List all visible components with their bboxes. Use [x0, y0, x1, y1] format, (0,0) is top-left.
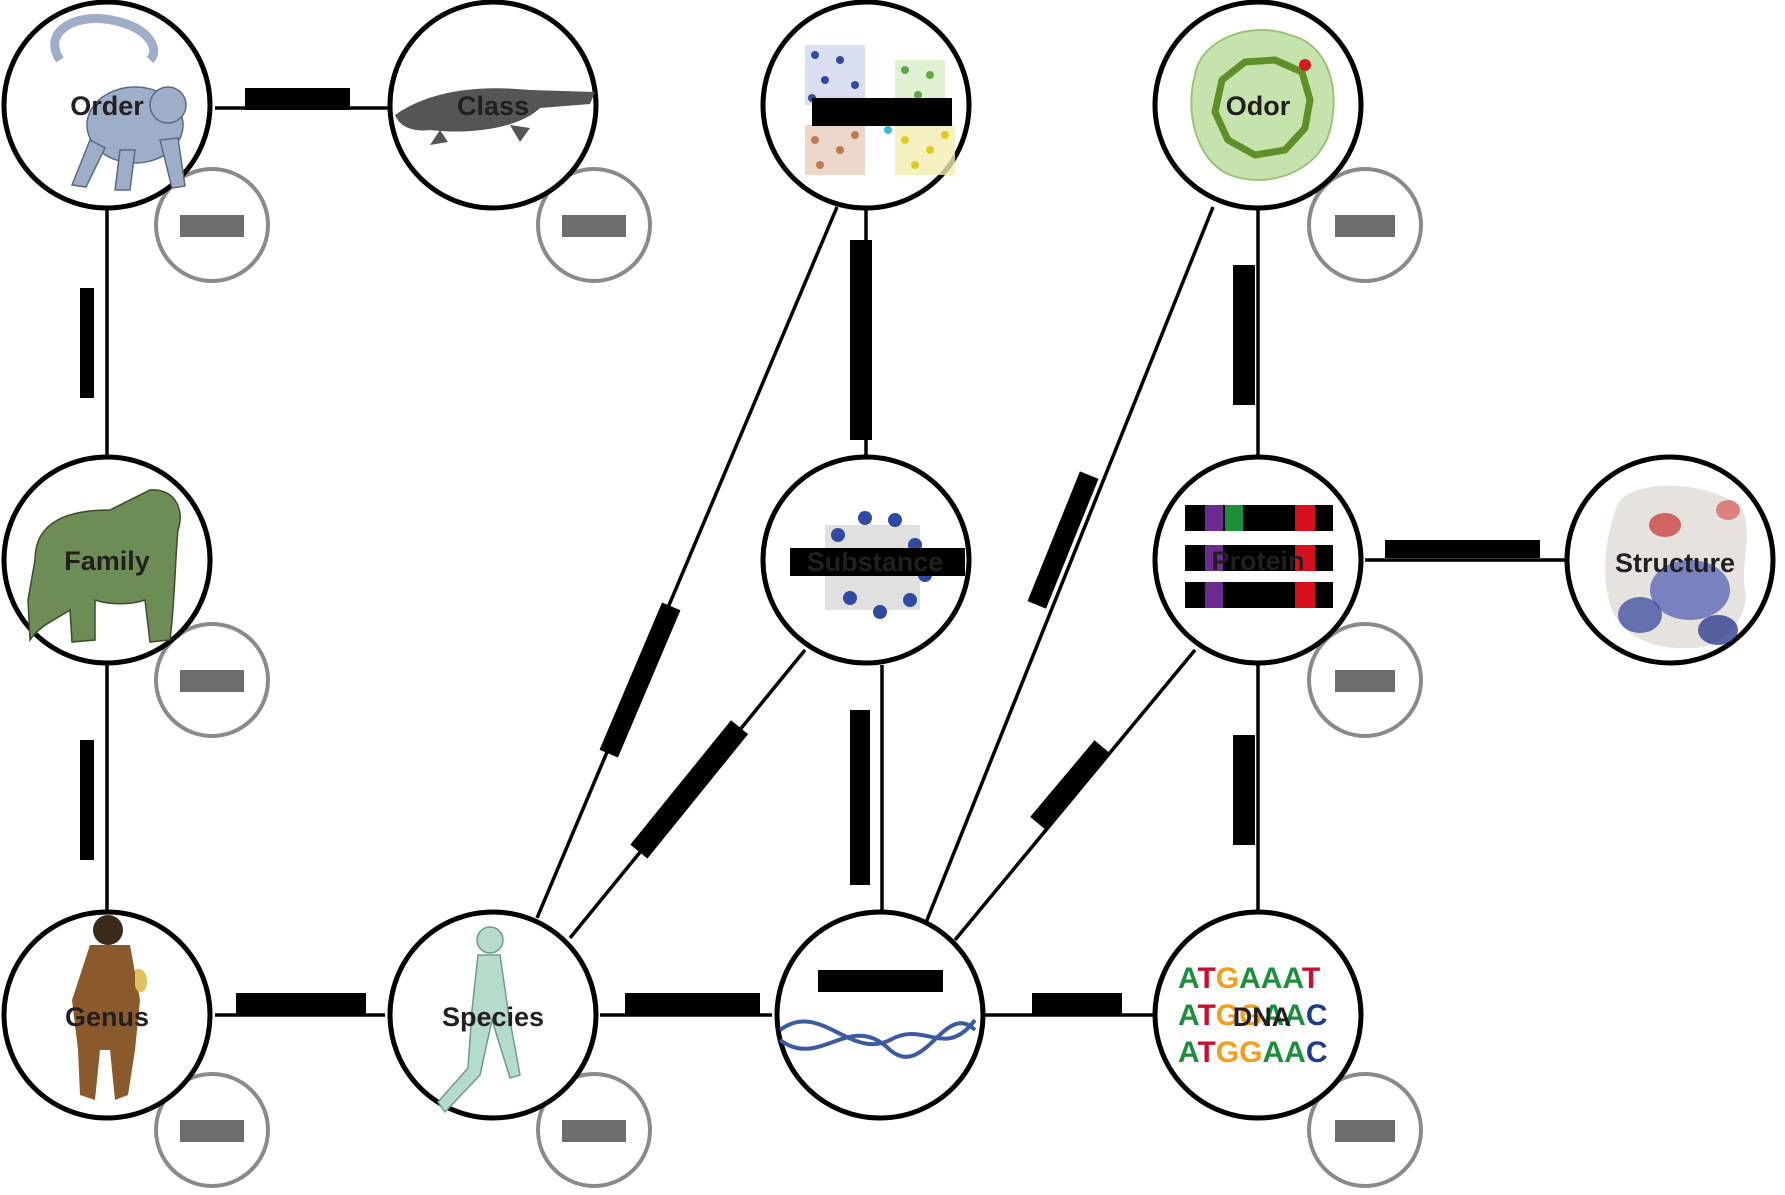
node-species[interactable]: Species — [387, 909, 599, 1121]
edge-label-order-class — [245, 88, 350, 110]
edge-label-gene-protein — [1030, 740, 1110, 830]
node-odor[interactable]: Odor — [1152, 0, 1364, 211]
node-protein[interactable]: Protein — [1152, 454, 1364, 666]
badges — [154, 167, 1423, 1188]
node-substance[interactable]: Substance — [760, 454, 972, 666]
badge-species — [536, 1072, 652, 1188]
hominid-icon — [72, 915, 147, 1100]
node-family[interactable]: Family — [1, 454, 213, 666]
protein-surface-icon — [1605, 485, 1747, 649]
edge-label-mixture-substance — [850, 240, 872, 440]
node-order[interactable]: Order — [1, 0, 213, 211]
node-mixture[interactable] — [760, 0, 972, 211]
node-dna-label: DNA — [1233, 1002, 1292, 1032]
walking-human-icon — [437, 926, 521, 1114]
node-genus-label: Genus — [65, 1002, 149, 1032]
badge-order — [154, 167, 270, 283]
badge-genus — [154, 1072, 270, 1188]
node-dna[interactable]: ATGAAAT ATGGAAC ATGGAAC DNA — [1152, 909, 1364, 1121]
node-structure-label: Structure — [1615, 548, 1735, 578]
edge-label-species-gene — [625, 993, 760, 1015]
monkey-icon — [50, 14, 187, 191]
protein-sequence-icon — [1185, 505, 1333, 608]
node-structure[interactable]: Structure — [1564, 454, 1776, 666]
edge-label-species-substance — [630, 720, 749, 859]
node-family-label: Family — [64, 546, 150, 576]
svg-text:ATGAAAT: ATGAAAT — [1178, 962, 1320, 995]
badge-class — [536, 167, 652, 283]
edge-gene-protein — [953, 648, 1197, 942]
node-odor-label: Odor — [1226, 91, 1291, 121]
node-substance-label: Substance — [807, 547, 944, 577]
svg-text:ATGGAAC: ATGGAAC — [1178, 1036, 1327, 1069]
badge-family — [154, 622, 270, 738]
gorilla-icon — [27, 489, 181, 643]
dna-helix-icon — [778, 970, 977, 1059]
edge-label-substance-gene — [850, 710, 870, 885]
node-order-label: Order — [70, 91, 144, 121]
svg-text:ATGGAAC: ATGGAAC — [1178, 999, 1327, 1032]
edge-label-gene-odor — [1027, 471, 1099, 609]
edge-label-gene-dna — [1032, 993, 1122, 1015]
substance-graph-icon — [790, 511, 965, 619]
node-species-label: Species — [442, 1002, 544, 1032]
node-gene[interactable] — [774, 909, 986, 1121]
odor-molecule-icon — [1190, 29, 1335, 181]
edge-species-mixture — [535, 206, 839, 919]
platypus-icon — [395, 88, 595, 145]
node-class[interactable]: Class — [387, 0, 599, 211]
badge-protein — [1307, 622, 1423, 738]
edge-label-family-genus — [80, 740, 94, 860]
badge-odor — [1307, 167, 1423, 283]
edge-label-protein-structure — [1385, 540, 1540, 558]
edge-label-protein-dna — [1233, 735, 1255, 845]
edge-label-odor-protein — [1233, 265, 1255, 405]
edge-label-species-mixture — [599, 602, 681, 758]
edge-gene-odor — [923, 206, 1215, 926]
edge-label-genus-species — [236, 993, 366, 1015]
node-class-label: Class — [457, 91, 529, 121]
dna-sequence-icon: ATGAAAT ATGGAAC ATGGAAC — [1178, 962, 1327, 1069]
mixture-graph-icon — [805, 45, 955, 175]
edge-label-order-family — [80, 288, 94, 398]
node-genus[interactable]: Genus — [1, 909, 213, 1121]
node-protein-label: Protein — [1211, 546, 1304, 576]
badge-dna — [1307, 1072, 1423, 1188]
edge-label-bars — [80, 88, 1540, 1015]
edges — [105, 106, 1568, 1017]
